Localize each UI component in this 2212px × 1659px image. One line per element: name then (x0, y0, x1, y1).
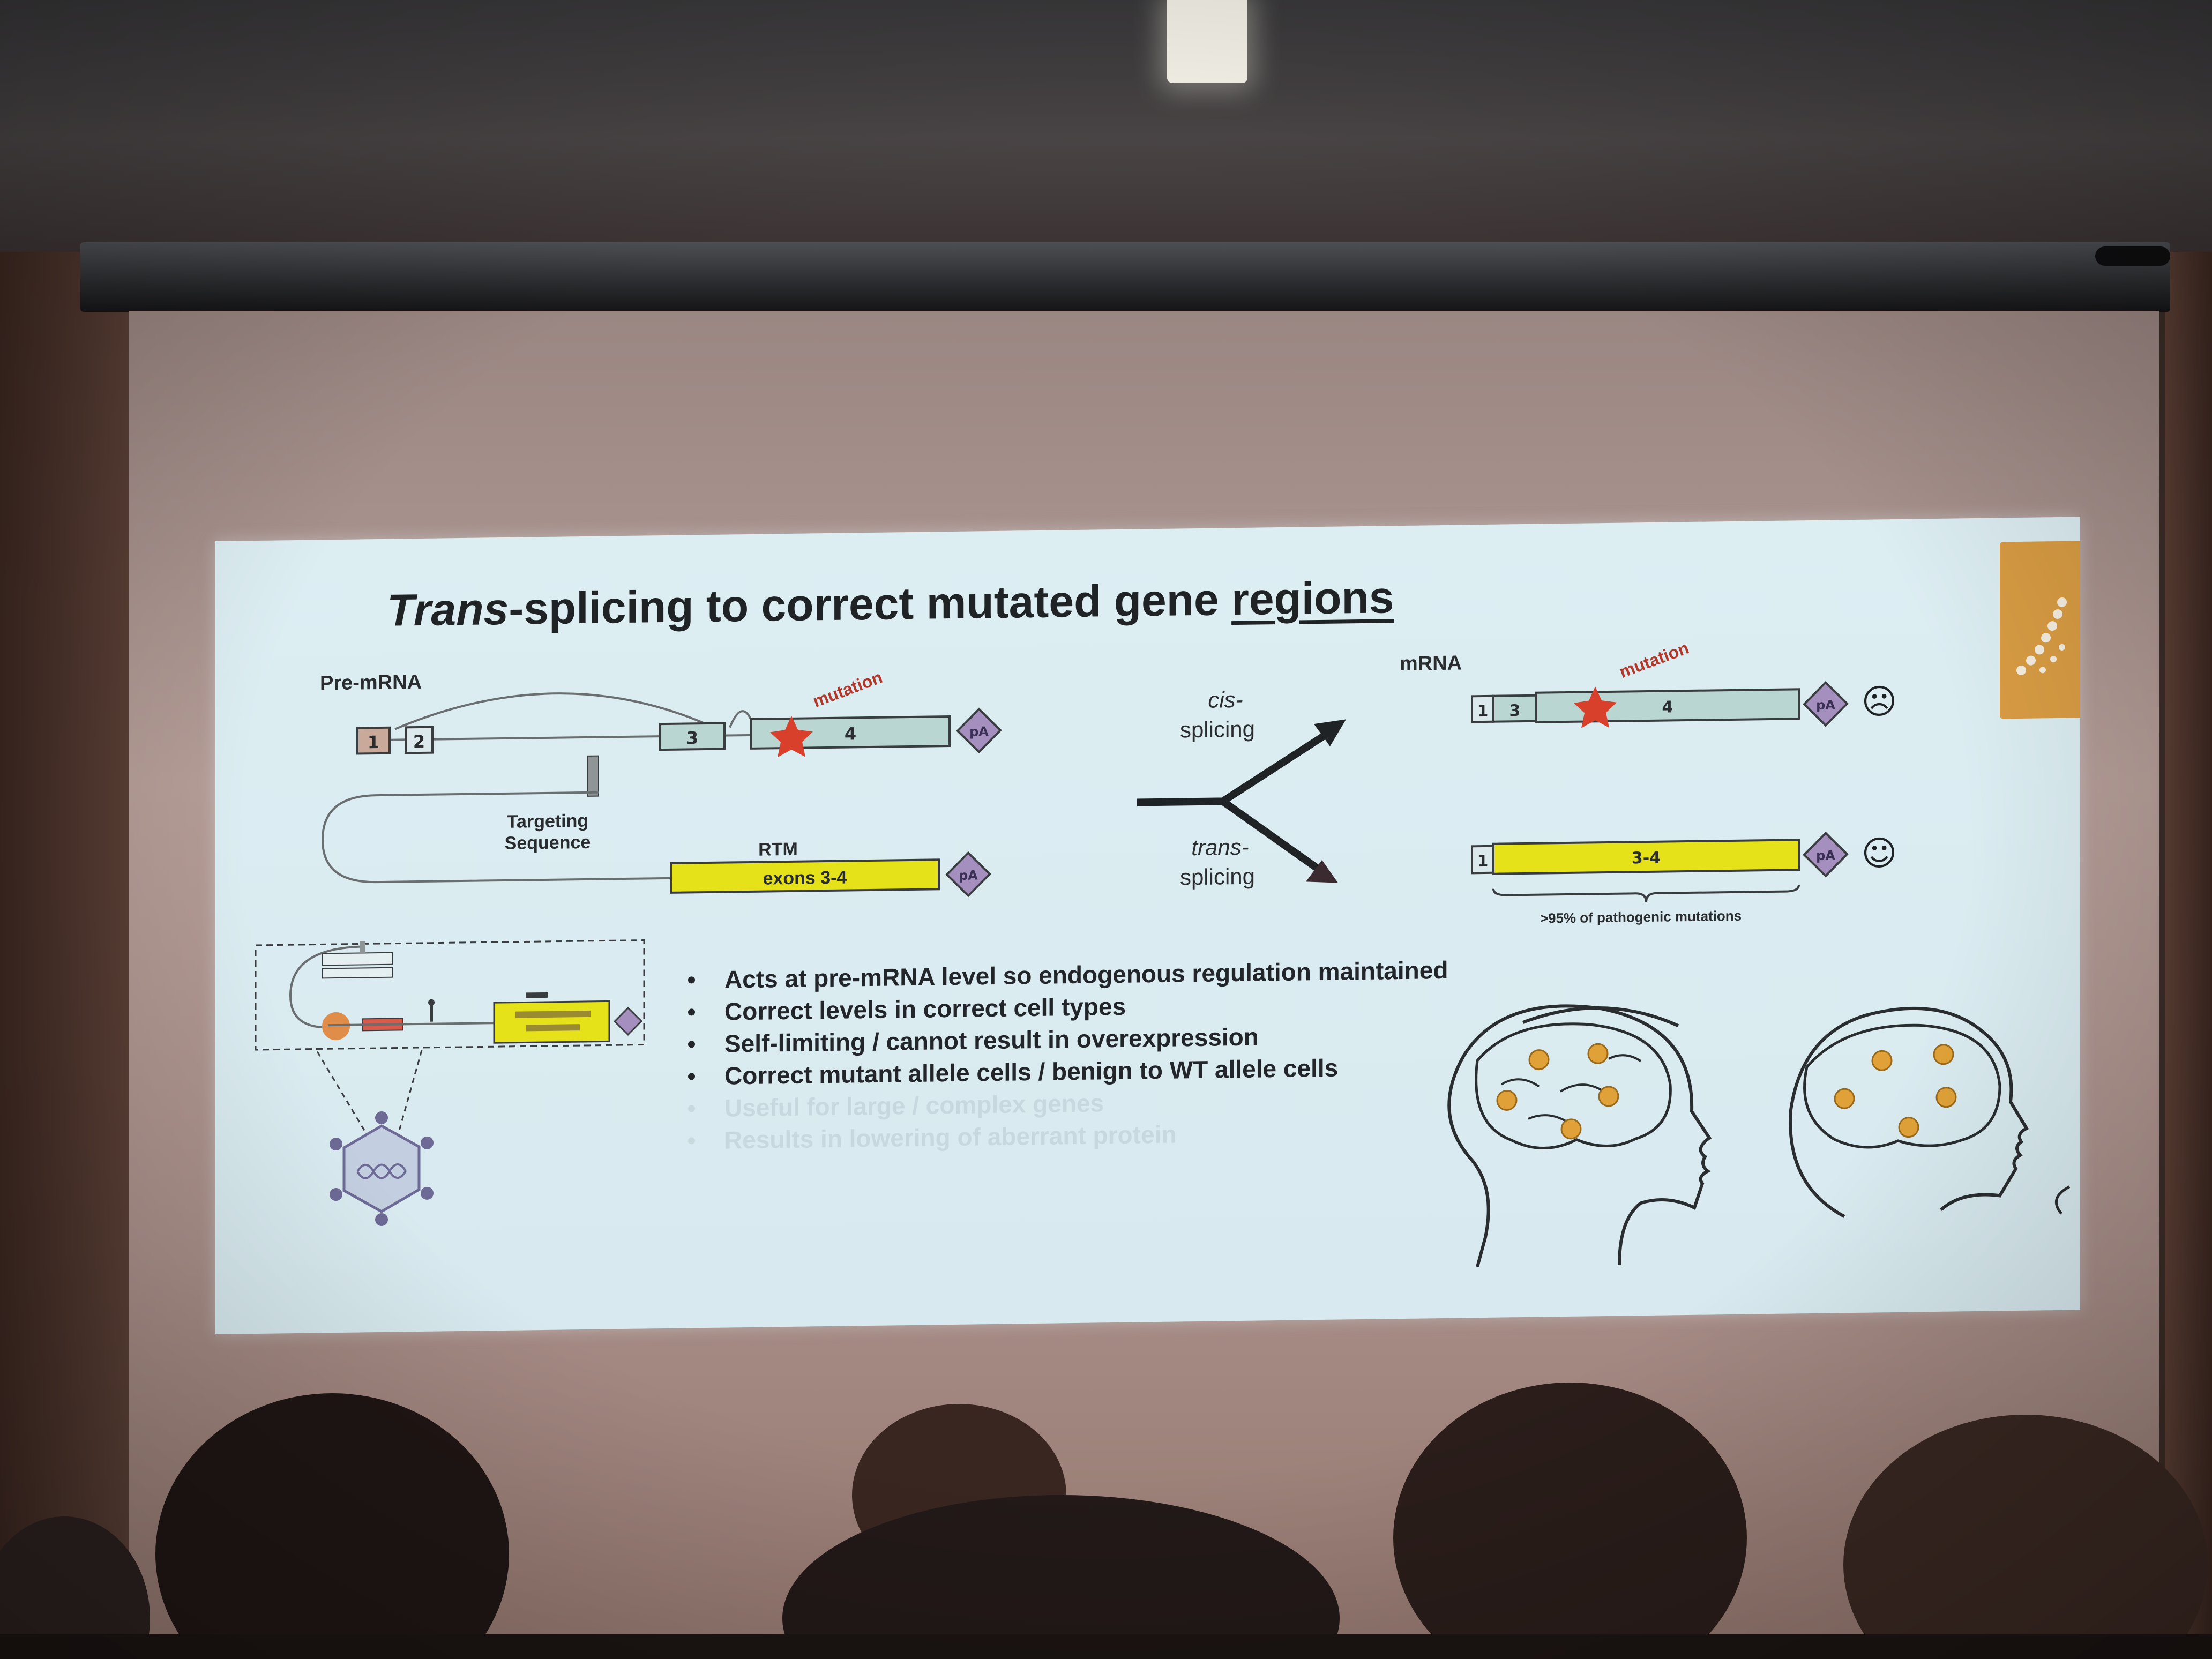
mrna-cis-polya-label: pA (1816, 697, 1835, 712)
exon-1: 1 (356, 726, 391, 755)
frowning-face-icon: ☹ (1862, 682, 1897, 722)
trans-splicing-arrow (1220, 798, 1322, 873)
trans-splicing-diagram: Pre-mRNA 1 2 3 4 mutation pA Targeting (255, 638, 2071, 1267)
audience-shoulders (0, 1634, 2212, 1659)
head-outline-right (1789, 1006, 2071, 1218)
targeting-sequence-label-1: Targeting (507, 811, 588, 832)
mrna-cis-exon-1-label: 1 (1477, 702, 1489, 721)
pathogenic-mutations-note: >95% of pathogenic mutations (1540, 908, 1742, 926)
audience-head (1843, 1415, 2208, 1659)
right-wall (2165, 252, 2212, 1659)
cis-label: cis- (1208, 687, 1243, 713)
exon-3: 3 (659, 722, 726, 751)
exon-3-label: 3 (686, 728, 698, 748)
aav-capsid-icon (330, 1111, 434, 1226)
dna-logo-icon (2016, 597, 2067, 675)
ceiling (0, 0, 2212, 252)
mrna-label: mRNA (1400, 652, 1462, 676)
neuron-cells-right (1834, 1044, 1957, 1138)
exon-2-label: 2 (413, 731, 425, 752)
audience-head (782, 1495, 1340, 1659)
exon-2: 2 (405, 726, 434, 754)
audience-head (0, 1516, 150, 1659)
mrna-cis-exon-3-label: 3 (1509, 701, 1521, 720)
mrna-cis-polya: pA (1803, 681, 1849, 727)
mrna-trans-exons-label: 3-4 (1632, 849, 1661, 868)
left-wall (0, 252, 139, 1659)
cis-splicing-arrow (1137, 727, 1335, 806)
rtm-label: RTM (758, 839, 798, 860)
institution-logo (2000, 541, 2080, 719)
mutation-star-icon (770, 715, 813, 758)
trans-splicing-label: splicing (1180, 864, 1255, 890)
cis-splicing-label: splicing (1180, 716, 1255, 743)
mrna-cis-exon-4-label: 4 (1662, 698, 1673, 716)
rtm-exons-block: exons 3-4 (670, 858, 940, 894)
projector-screen-housing (80, 242, 2170, 312)
pre-mrna-label: Pre-mRNA (320, 671, 422, 694)
trans-arrowhead-icon (1306, 860, 1338, 883)
exon-1-label: 1 (368, 732, 379, 752)
audience-head (155, 1393, 509, 1659)
trans-label: trans- (1191, 834, 1249, 860)
audience-head (1393, 1382, 1747, 1659)
polya-label-2: pA (959, 868, 978, 883)
mrna-trans-product: 1 3-4 (1471, 839, 1800, 875)
cis-arrowhead-icon (1314, 719, 1346, 746)
splice-arc-1 (394, 692, 709, 730)
polya-tail-1: pA (956, 707, 1002, 754)
exon-4-label: 4 (845, 723, 856, 744)
smiling-face-icon: ☺ (1862, 834, 1897, 874)
mrna-trans-exon-1-label: 1 (1477, 852, 1489, 871)
mrna-trans-polya: pA (1803, 831, 1849, 878)
screen-housing-slot (2095, 246, 2170, 266)
rtm-exons-label: exons 3-4 (763, 868, 847, 889)
mrna-trans-polya-label: pA (1816, 848, 1835, 863)
targeting-sequence-bar (587, 755, 599, 797)
targeting-sequence-label-2: Sequence (505, 832, 591, 854)
pathogenic-bracket (1492, 885, 1800, 902)
polya-label-1: pA (969, 724, 989, 739)
rtm-backbone-line (321, 791, 671, 884)
ceiling-light (1167, 0, 1247, 83)
vector-construct-box (255, 939, 645, 1138)
polya-tail-2: pA (945, 851, 991, 898)
projected-slide: Trans-splicing to correct mutated gene r… (215, 517, 2080, 1334)
mrna-mutation-star-icon (1574, 686, 1617, 728)
